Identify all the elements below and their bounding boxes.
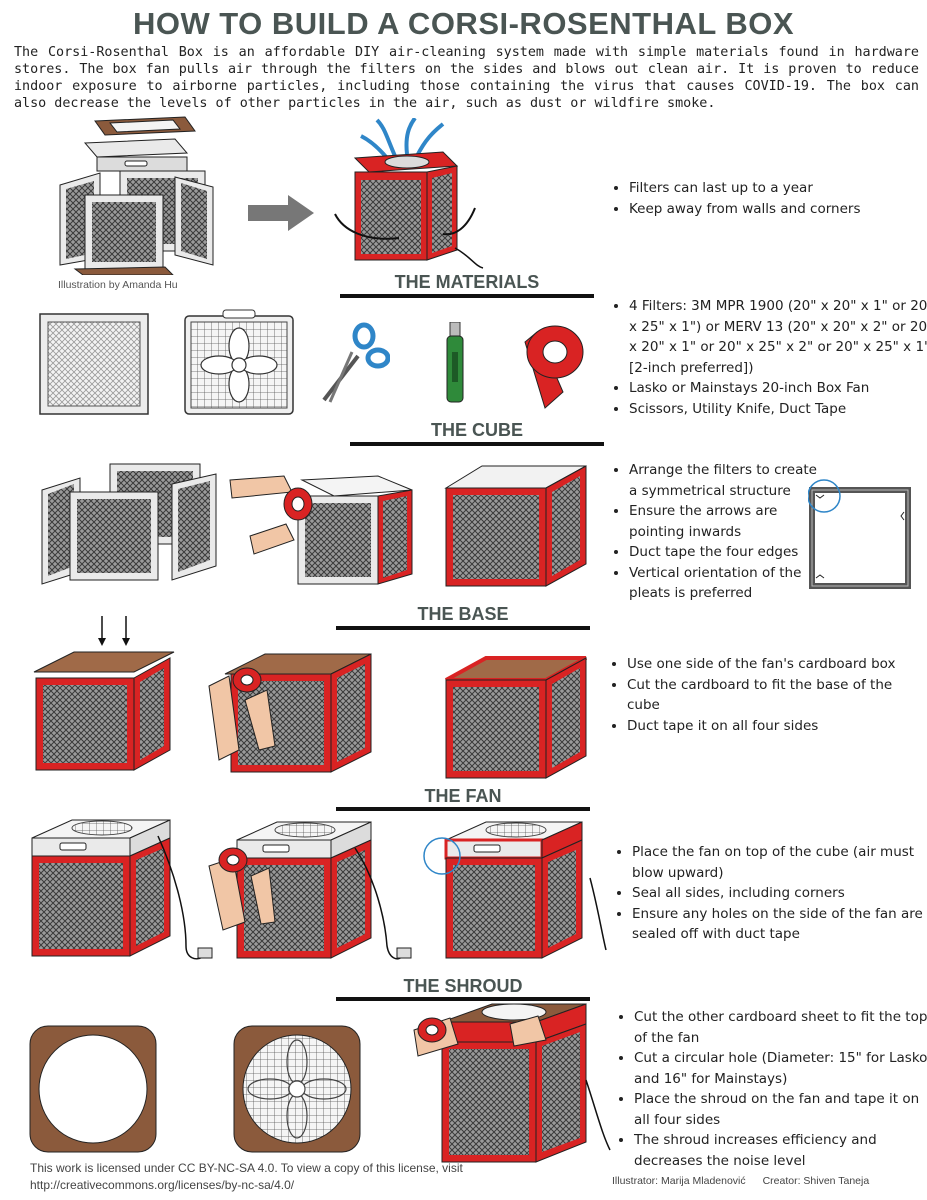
- credits: Illustrator: Marija Mladenović Creator: …: [612, 1175, 869, 1187]
- section-divider: [336, 807, 590, 811]
- list-item: 4 Filters: 3M MPR 1900 (20" x 20" x 1" o…: [629, 296, 927, 378]
- base-placement-illustration: [33, 616, 175, 771]
- section-divider: [350, 442, 604, 446]
- cube-bullet-list: Arrange the filters to create a symmetri…: [607, 460, 829, 604]
- section-title-cube: THE CUBE: [430, 420, 523, 440]
- base-bullet-list: Use one side of the fan's cardboard box …: [605, 654, 927, 736]
- license-link[interactable]: http://creativecommons.org/licenses/by-n…: [30, 1178, 295, 1192]
- list-item: Duct tape the four edges: [629, 542, 829, 563]
- sealed-fan-illustration: [423, 821, 607, 959]
- list-item: Arrange the filters to create a symmetri…: [629, 460, 829, 501]
- license-notice: This work is licensed under CC BY-NC-SA …: [30, 1160, 463, 1194]
- list-item: Seal all sides, including corners: [632, 883, 927, 904]
- box-fan-illustration: [184, 309, 294, 415]
- filter-illustration: [39, 313, 149, 415]
- top-bullet-list: Filters can last up to a year Keep away …: [607, 178, 927, 219]
- list-item: Lasko or Mainstays 20-inch Box Fan: [629, 378, 927, 399]
- section-title-materials: THE MATERIALS: [394, 272, 540, 292]
- scissors-icon: [322, 322, 390, 403]
- list-item: Duct tape it on all four sides: [627, 716, 927, 737]
- shroud-cardboard-illustration: [29, 1025, 157, 1153]
- list-item: Ensure any holes on the side of the fan …: [632, 904, 927, 945]
- section-title-fan: THE FAN: [424, 786, 502, 806]
- shroud-on-fan-illustration: [233, 1025, 361, 1153]
- section-title-shroud: THE SHROUD: [403, 976, 523, 996]
- illustration-credit: Illustration by Amanda Hu: [58, 279, 178, 291]
- completed-base-illustration: [445, 656, 587, 779]
- list-item: Keep away from walls and corners: [629, 199, 927, 220]
- section-divider: [336, 626, 590, 630]
- list-item: Ensure the arrows are pointing inwards: [629, 501, 829, 542]
- fan-on-cube-illustration: [31, 819, 213, 960]
- list-item: Place the shroud on the fan and tape it …: [634, 1089, 927, 1130]
- assembled-box-illustration: [334, 118, 484, 269]
- list-item: Use one side of the fan's cardboard box: [627, 654, 927, 675]
- list-item: Place the fan on top of the cube (air mu…: [632, 842, 927, 883]
- fan-bullet-list: Place the fan on top of the cube (air mu…: [610, 842, 927, 945]
- list-item: Filters can last up to a year: [629, 178, 927, 199]
- list-item: Vertical orientation of the pleats is pr…: [629, 563, 829, 604]
- taping-cube-illustration: [229, 475, 413, 585]
- taping-fan-illustration: [208, 821, 412, 960]
- taped-cube-illustration: [444, 465, 587, 587]
- shroud-bullet-list: Cut the other cardboard sheet to fit the…: [612, 1007, 927, 1171]
- section-divider: [336, 997, 590, 1001]
- page-title: HOW TO BUILD A CORSI-ROSENTHAL BOX: [132, 6, 795, 41]
- cube-filters-arranged-illustration: [41, 463, 217, 585]
- filter-arrow-orientation-diagram: [808, 479, 911, 589]
- materials-bullet-list: 4 Filters: 3M MPR 1900 (20" x 20" x 1" o…: [607, 296, 927, 419]
- license-text: This work is licensed under CC BY-NC-SA …: [30, 1161, 463, 1175]
- section-title-base: THE BASE: [417, 604, 509, 624]
- arrow-right-icon: [248, 195, 314, 231]
- section-divider: [340, 294, 594, 298]
- list-item: Cut the other cardboard sheet to fit the…: [634, 1007, 927, 1048]
- taping-shroud-illustration: [413, 1003, 611, 1163]
- intro-paragraph: The Corsi-Rosenthal Box is an affordable…: [14, 45, 919, 111]
- list-item: Scissors, Utility Knife, Duct Tape: [629, 399, 927, 420]
- taping-base-illustration: [208, 653, 372, 773]
- creator-credit: Creator: Shiven Taneja: [762, 1175, 870, 1187]
- utility-knife-icon: [446, 322, 464, 403]
- list-item: The shroud increases efficiency and decr…: [634, 1130, 927, 1171]
- exploded-box-illustration: [59, 116, 214, 275]
- list-item: Cut the cardboard to fit the base of the…: [627, 675, 927, 716]
- duct-tape-icon: [524, 325, 584, 409]
- illustrator-credit: Illustrator: Marija Mladenović: [612, 1175, 746, 1187]
- list-item: Cut a circular hole (Diameter: 15" for L…: [634, 1048, 927, 1089]
